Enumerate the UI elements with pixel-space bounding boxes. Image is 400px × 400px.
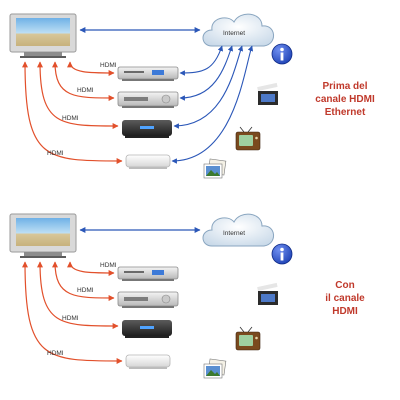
info-stem <box>280 52 284 61</box>
cloud-label: Internet <box>223 230 245 237</box>
media-box <box>122 120 172 138</box>
front-panel <box>124 297 148 301</box>
tv-base <box>24 52 62 56</box>
tv-stand <box>20 256 66 258</box>
device-feet <box>125 336 169 338</box>
tv-icon <box>9 213 77 258</box>
display <box>152 270 164 275</box>
info-icon <box>271 43 293 65</box>
internet-link <box>179 45 224 76</box>
device-body <box>125 154 171 168</box>
device-feet <box>122 279 174 281</box>
device-body <box>125 354 171 368</box>
caption-line: il canale <box>325 293 365 304</box>
tv-icon <box>9 13 77 58</box>
tv-antenna <box>239 126 245 133</box>
caption-line: Prima del <box>322 81 368 92</box>
photos-icon <box>203 358 227 379</box>
clapper-top <box>257 82 278 91</box>
photos-icon <box>203 158 227 179</box>
hdmi-label: HDMI <box>77 287 94 294</box>
info-dot <box>280 47 284 52</box>
photo-image <box>206 366 220 376</box>
status-light <box>140 326 154 329</box>
caption-line: Con <box>335 280 355 291</box>
tv-base <box>24 252 62 256</box>
front-panel <box>124 97 148 101</box>
info-icon <box>271 243 293 265</box>
internet-link <box>179 45 234 101</box>
tv-antenna <box>247 126 253 133</box>
cloud-shape <box>202 13 274 47</box>
film-frame <box>261 294 275 302</box>
top-panel-caption: Prima del canale HDMI Ethernet <box>300 80 390 119</box>
console <box>125 154 171 169</box>
caption-line: Ethernet <box>324 107 366 118</box>
film-frame <box>261 94 275 102</box>
device-feet <box>122 79 174 81</box>
bottom-panel-caption: Con il canale HDMI <box>300 279 390 318</box>
hdmi-link <box>22 61 123 164</box>
device-feet <box>122 306 174 308</box>
hdmi-link <box>37 261 119 329</box>
device-feet <box>129 167 167 169</box>
info-dot <box>280 247 284 252</box>
status-light <box>140 126 154 129</box>
hdmi-label: HDMI <box>100 262 117 269</box>
device-feet <box>129 367 167 369</box>
tv-icon <box>235 326 261 351</box>
caption-line: HDMI <box>332 306 358 317</box>
cloud-shape <box>202 213 274 247</box>
hdmi-label: HDMI <box>62 315 79 322</box>
internet-link <box>171 45 254 164</box>
media-box <box>122 320 172 338</box>
info-stem <box>280 252 284 261</box>
movie-icon <box>257 82 278 105</box>
device-feet <box>125 136 169 138</box>
display <box>152 70 164 75</box>
tv-antenna <box>247 326 253 333</box>
hdmi-label: HDMI <box>62 115 79 122</box>
tv-screen <box>239 335 253 346</box>
disc-tray <box>124 71 144 73</box>
tv-screen <box>239 135 253 146</box>
tv-knob <box>255 136 258 140</box>
tv-screen <box>16 218 70 246</box>
photo-hills <box>206 170 220 176</box>
hdmi-link <box>22 261 123 364</box>
hdmi-label: HDMI <box>100 62 117 69</box>
cloud-label: Internet <box>223 30 245 37</box>
tv-screen <box>16 18 70 46</box>
disc-tray <box>124 271 144 273</box>
device-feet <box>122 106 174 108</box>
volume-knob <box>161 94 171 104</box>
internet-cloud: Internet <box>202 213 274 247</box>
console <box>125 354 171 369</box>
tv-stand <box>20 56 66 58</box>
hdmi-link <box>37 61 119 129</box>
clapper-top <box>257 282 278 291</box>
hdmi-label: HDMI <box>77 87 94 94</box>
caption-line: canale HDMI <box>315 94 375 105</box>
photo-hills <box>206 370 220 376</box>
internet-cloud: Internet <box>202 13 274 47</box>
volume-knob <box>161 294 171 304</box>
tv-knob <box>255 336 258 340</box>
hdmi-label: HDMI <box>47 150 64 157</box>
av-receiver <box>117 91 179 108</box>
tv-icon <box>235 126 261 151</box>
av-receiver <box>117 291 179 308</box>
hdmi-label: HDMI <box>47 350 64 357</box>
photo-image <box>206 166 220 176</box>
tv-antenna <box>239 326 245 333</box>
dvd-player <box>117 266 179 281</box>
dvd-player <box>117 66 179 81</box>
movie-icon <box>257 282 278 305</box>
